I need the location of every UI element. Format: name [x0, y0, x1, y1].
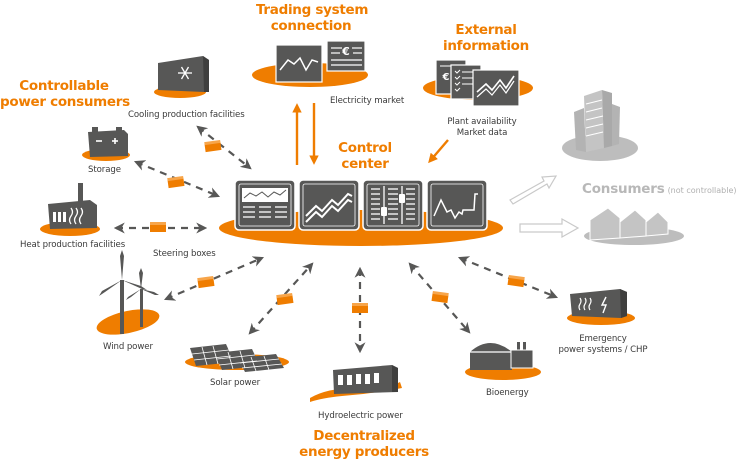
steering-box-icon — [507, 274, 525, 288]
heading-consumers: Consumers(not controllable) — [582, 178, 737, 197]
heading-line: Trading system — [256, 2, 369, 18]
heading-line: center — [341, 156, 389, 172]
heading-control-center: Control center — [325, 140, 405, 172]
label-electricity-market: Electricity market — [330, 96, 405, 106]
heading-line: Controllable — [19, 78, 109, 94]
external-info-group: € — [423, 59, 533, 107]
label-solar: Solar power — [210, 378, 261, 388]
houses-icon — [589, 207, 669, 241]
control-center-group — [219, 179, 503, 246]
label-external-sources: Plant availability Market data — [440, 117, 524, 139]
euro-document-icon: € — [326, 40, 366, 72]
heading-trading-system: Trading system connection — [256, 2, 369, 34]
heading-line: energy producers — [299, 444, 429, 460]
emergency-facility — [567, 289, 635, 325]
dashboard-monitor-icon — [234, 179, 296, 231]
biogas-plant-icon — [470, 342, 534, 370]
arrow-cooling — [196, 125, 252, 170]
trend-monitor-icon — [298, 179, 360, 231]
label-hydro: Hydroelectric power — [318, 411, 403, 421]
slider-monitor-icon — [362, 179, 424, 231]
battery-icon — [88, 127, 128, 157]
label-wind: Wind power — [103, 342, 153, 352]
trading-arrows — [292, 103, 319, 165]
label-emergency-line: power systems / CHP — [558, 345, 648, 355]
steering-box-icon — [150, 222, 166, 232]
heading-line: power consumers — [0, 94, 130, 110]
steering-box-icon — [352, 303, 368, 313]
consumers-group — [509, 90, 684, 245]
line-chart-screen-icon — [275, 44, 323, 83]
arrow-to-office — [509, 175, 558, 205]
arrow-solar — [248, 262, 314, 335]
storage-facility — [82, 127, 130, 161]
label-emergency: Emergency power systems / CHP — [555, 334, 651, 356]
label-storage: Storage — [88, 165, 121, 175]
heading-decentralized-producers: Decentralized energy producers — [296, 428, 432, 460]
svg-text:€: € — [341, 45, 350, 58]
label-emergency-line: Emergency — [579, 334, 627, 344]
consumers-title: Consumers — [582, 181, 665, 197]
label-heat: Heat production facilities — [20, 240, 126, 250]
wind-facility — [96, 250, 160, 335]
heading-controllable-consumers: Controllable power consumers — [0, 78, 130, 110]
consumers-note: (not controllable) — [667, 186, 737, 195]
heat-facility — [40, 183, 100, 236]
bio-facility — [465, 342, 541, 380]
heading-line: External — [455, 22, 517, 38]
steering-box-icon — [167, 175, 185, 189]
heading-external-information: External information — [436, 22, 536, 54]
svg-text:€: € — [442, 72, 450, 83]
hydro-facility — [310, 365, 402, 402]
cooling-facility — [154, 56, 209, 98]
heading-line: Control — [338, 140, 392, 156]
office-tower-icon — [574, 90, 620, 152]
label-bioenergy: Bioenergy — [486, 388, 529, 398]
snowflake-container-icon — [158, 56, 209, 92]
steering-box-icon — [197, 275, 215, 289]
label-plant-availability: Plant availability — [447, 117, 517, 127]
label-market-data: Market data — [456, 128, 508, 138]
arrow-emergency — [457, 256, 559, 299]
heading-line: connection — [270, 18, 352, 34]
heading-line: Decentralized — [313, 428, 415, 444]
steering-box-icon — [431, 290, 449, 304]
solar-facility — [185, 344, 289, 372]
waveform-monitor-icon — [426, 179, 488, 231]
label-cooling: Cooling production facilities — [128, 110, 245, 120]
wind-turbine-icon — [99, 250, 159, 334]
steering-box-icon — [204, 139, 222, 153]
arrow-to-houses — [519, 217, 580, 239]
arrow-wind — [163, 256, 265, 301]
hydro-dam-icon — [333, 365, 398, 394]
power-container-icon — [570, 289, 627, 318]
heading-line: information — [443, 38, 529, 54]
steering-box-icon — [276, 292, 294, 306]
factory-heat-icon — [48, 183, 97, 229]
trading-system-group: € — [252, 40, 368, 87]
solar-panel-icon — [190, 344, 284, 372]
label-steering-boxes: Steering boxes — [153, 249, 216, 259]
steering-boxes — [150, 139, 525, 313]
chart-document-icon — [472, 69, 520, 107]
arrow-external-to-control — [428, 139, 449, 164]
